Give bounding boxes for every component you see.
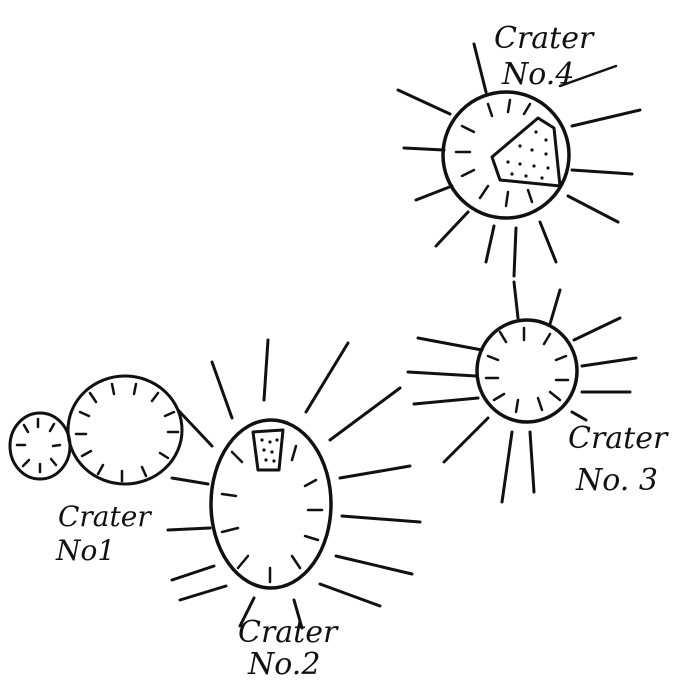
crater-2-shaded-notch <box>253 430 283 470</box>
crater-3: Crater No. 3 <box>408 282 669 502</box>
crater-4: Crater No.4 <box>398 21 640 276</box>
crater-2-label-line1: Crater <box>238 615 339 650</box>
crater-2-rim <box>211 420 331 588</box>
crater-2-label-line2: No.2 <box>247 647 320 681</box>
crater-3-rim <box>477 320 577 422</box>
crater-4-label-line1: Crater <box>494 21 595 56</box>
crater-2-inner-hatches <box>222 446 322 582</box>
crater-2-notch-dots <box>260 438 278 462</box>
crater-1-label-line1: Crater <box>58 500 152 533</box>
crater-1-large-rim <box>68 376 182 484</box>
crater-3-inner-hatches <box>486 328 568 412</box>
crater-1-label-line2: No1 <box>55 534 115 567</box>
crater-3-label-line2: No. 3 <box>575 463 658 498</box>
crater-2-rays <box>168 340 420 628</box>
crater-1: Crater No1 <box>10 376 182 567</box>
crater-3-label-line1: Crater <box>568 421 669 456</box>
crater-2: Crater No.2 <box>168 340 420 681</box>
crater-4-label-line2: No.4 <box>501 57 574 92</box>
crater-1-inner-hatches <box>17 384 178 481</box>
crater-4-inner-hatches <box>456 100 532 206</box>
